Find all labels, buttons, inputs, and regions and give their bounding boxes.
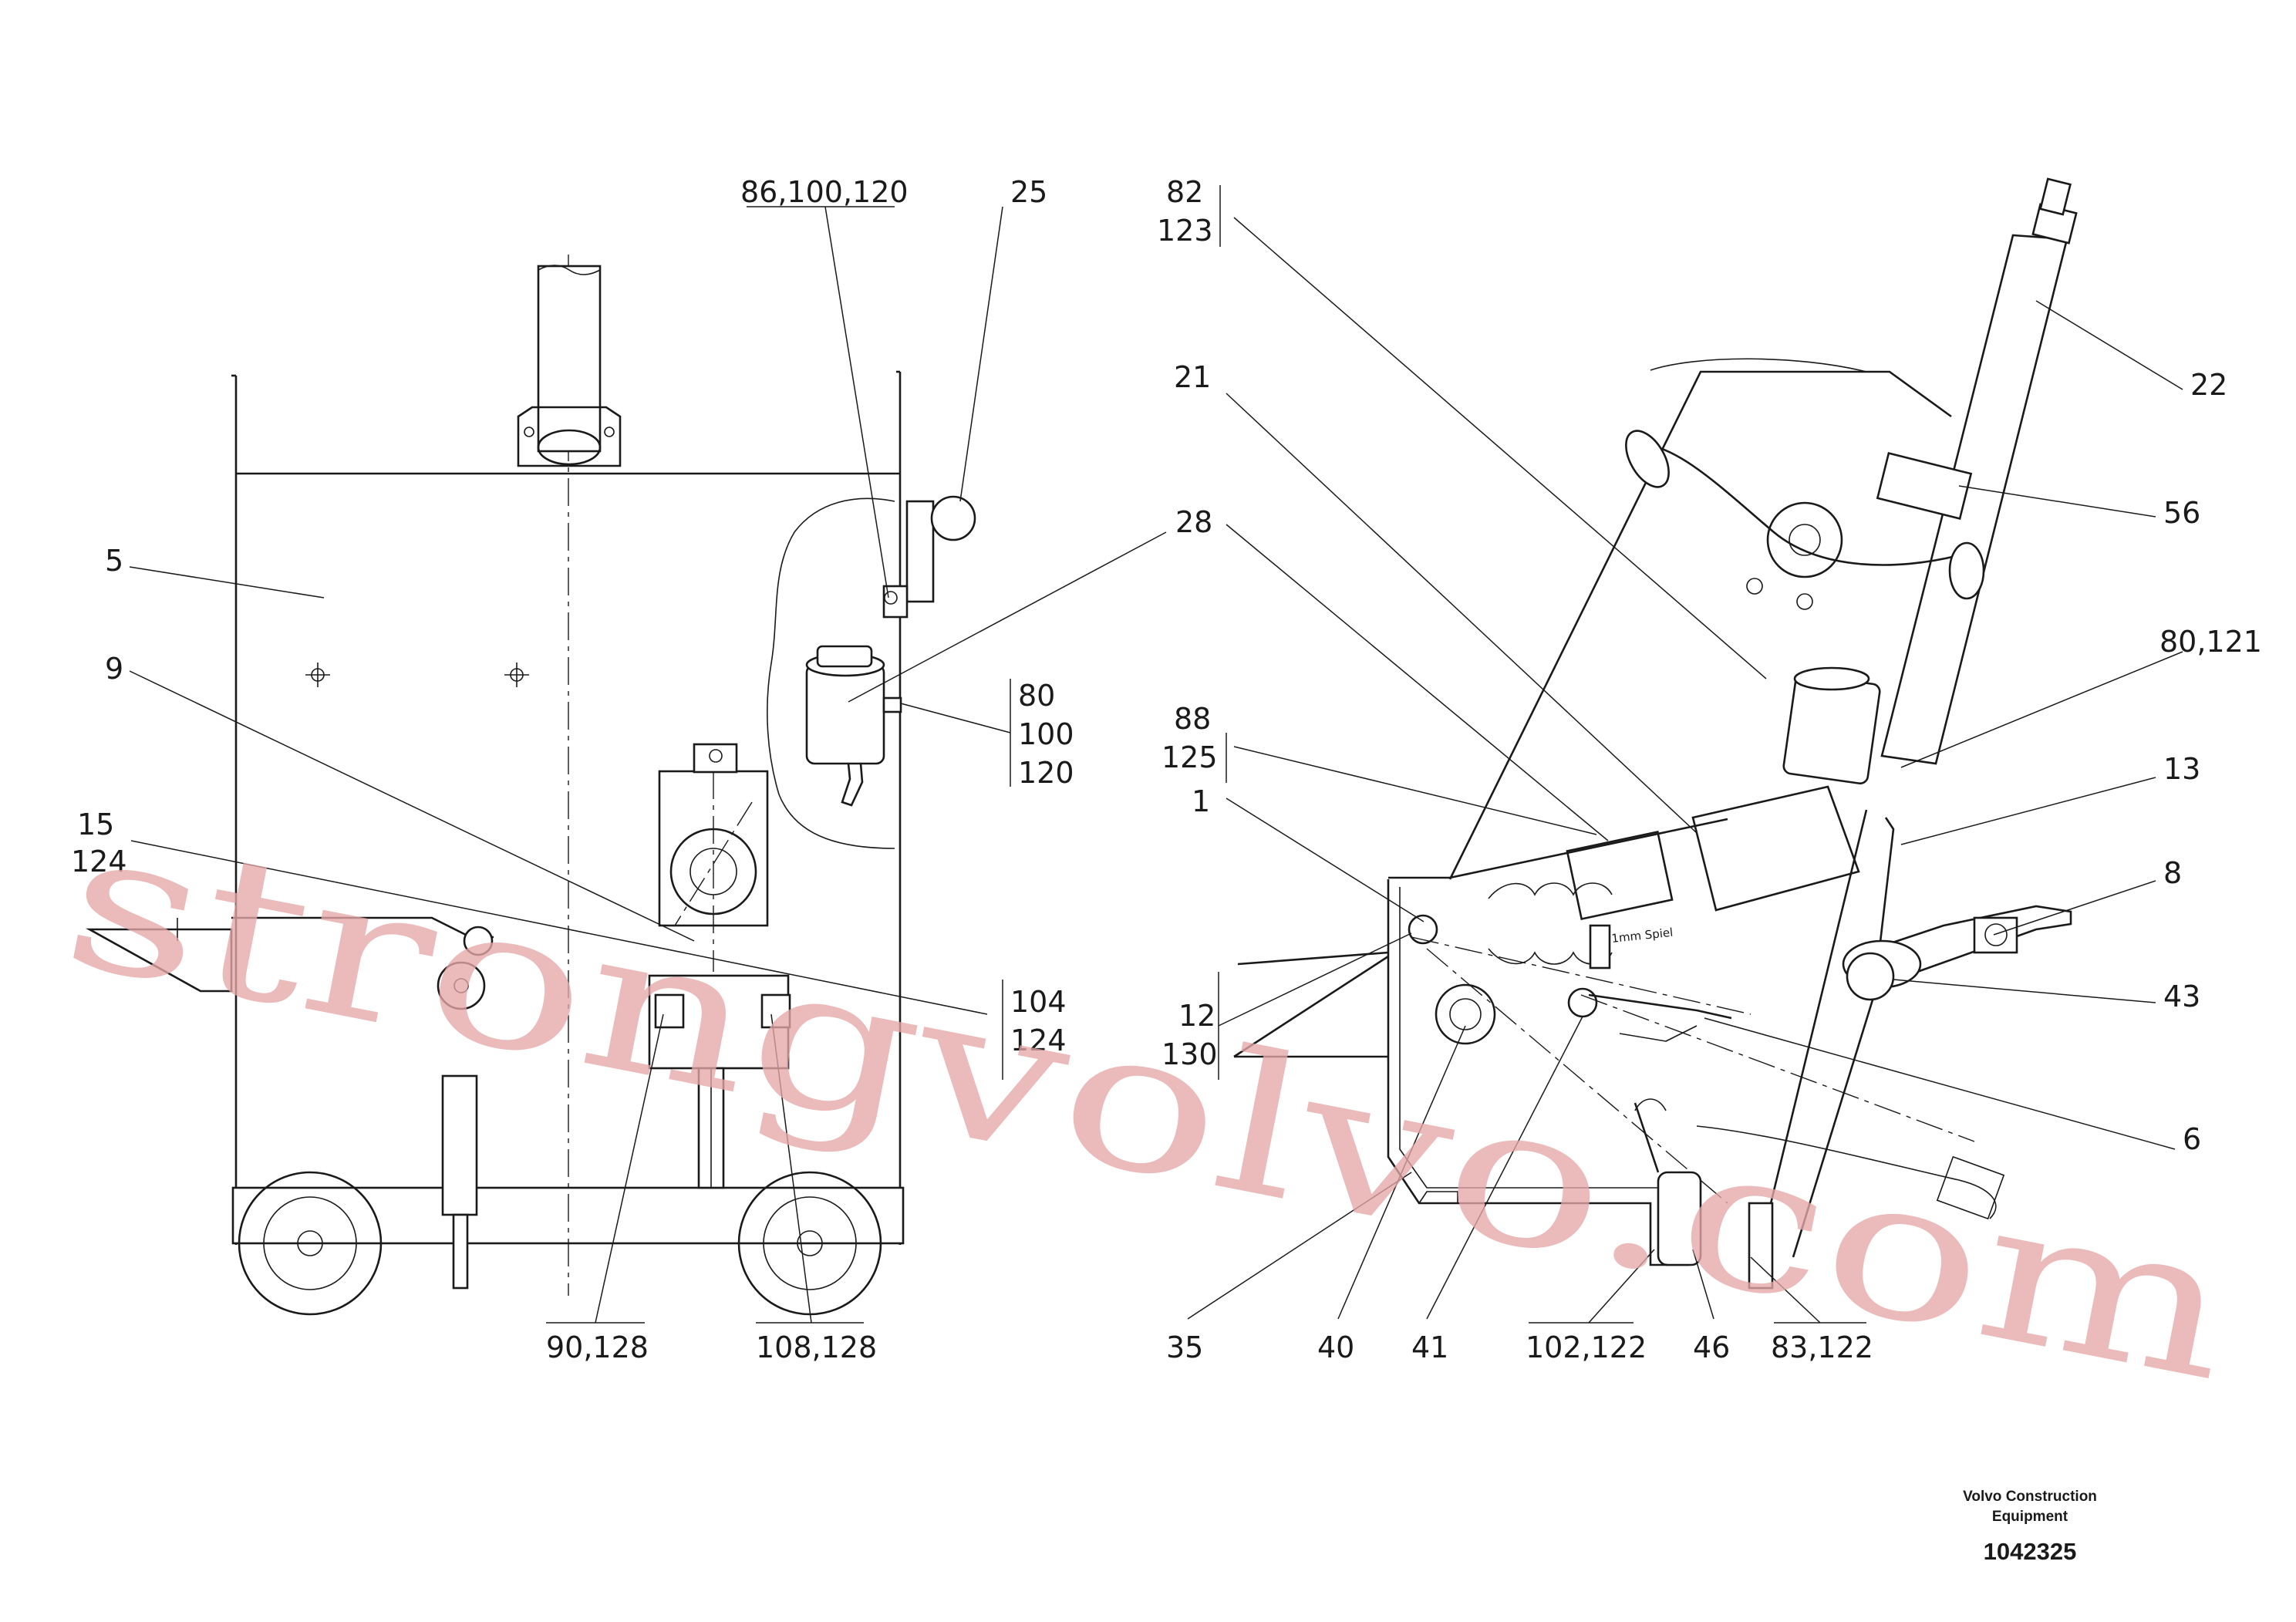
callout-8: 8 xyxy=(2163,856,2182,890)
side-view: 1mm Spiel xyxy=(1233,177,2078,1290)
callout-28: 28 xyxy=(1175,505,1212,539)
callout-123: 123 xyxy=(1157,214,1213,248)
company-name-line1: Volvo Construction xyxy=(1963,1489,2097,1505)
callout-13: 13 xyxy=(2163,752,2200,786)
callout-90-128: 90,128 xyxy=(546,1330,649,1364)
callout-9: 9 xyxy=(105,652,123,686)
callout-41: 41 xyxy=(1411,1330,1448,1364)
callout-5: 5 xyxy=(105,544,123,578)
callout-6: 6 xyxy=(2183,1122,2201,1156)
callout-43: 43 xyxy=(2163,980,2200,1013)
front-view xyxy=(85,255,976,1316)
callout-82: 82 xyxy=(1166,175,1203,209)
callout-40: 40 xyxy=(1317,1330,1354,1364)
callout-12: 12 xyxy=(1178,999,1215,1033)
callout-22: 22 xyxy=(2190,368,2227,402)
callout-80: 80 xyxy=(1018,679,1055,713)
callout-46: 46 xyxy=(1693,1330,1730,1364)
callout-102-122: 102,122 xyxy=(1526,1330,1647,1364)
callout-100: 100 xyxy=(1018,717,1074,751)
callout-130: 130 xyxy=(1161,1037,1218,1071)
callout-83-122: 83,122 xyxy=(1771,1330,1873,1364)
callout-88: 88 xyxy=(1174,702,1211,736)
callout-15: 15 xyxy=(77,808,114,841)
callout-104: 104 xyxy=(1010,985,1067,1019)
callout-labels: 86,100,120 25 5 28 9 80 100 120 15 124 1… xyxy=(71,175,2262,1364)
callout-21: 21 xyxy=(1174,360,1211,394)
callout-1: 1 xyxy=(1192,784,1210,818)
callout-80-121: 80,121 xyxy=(2159,625,2262,659)
drawing-number: 1042325 xyxy=(1984,1538,2077,1565)
callout-124-a: 124 xyxy=(71,845,127,878)
callout-56: 56 xyxy=(2163,496,2200,530)
callout-108-128: 108,128 xyxy=(756,1330,877,1364)
title-block: Volvo Construction Equipment 1042325 xyxy=(1963,1489,2097,1565)
callout-120: 120 xyxy=(1018,756,1074,790)
callout-86-100-120: 86,100,120 xyxy=(740,175,909,209)
play-note: 1mm Spiel xyxy=(1611,926,1674,946)
leader-lines xyxy=(129,185,2183,1324)
callout-35: 35 xyxy=(1166,1330,1203,1364)
callout-124-b: 124 xyxy=(1010,1023,1067,1057)
callout-125: 125 xyxy=(1161,740,1218,774)
wheel-left xyxy=(238,1171,383,1316)
callout-25: 25 xyxy=(1010,175,1047,209)
watermark-text: strongvolvo.com xyxy=(49,784,2250,1424)
company-name-line2: Equipment xyxy=(1992,1509,2068,1525)
